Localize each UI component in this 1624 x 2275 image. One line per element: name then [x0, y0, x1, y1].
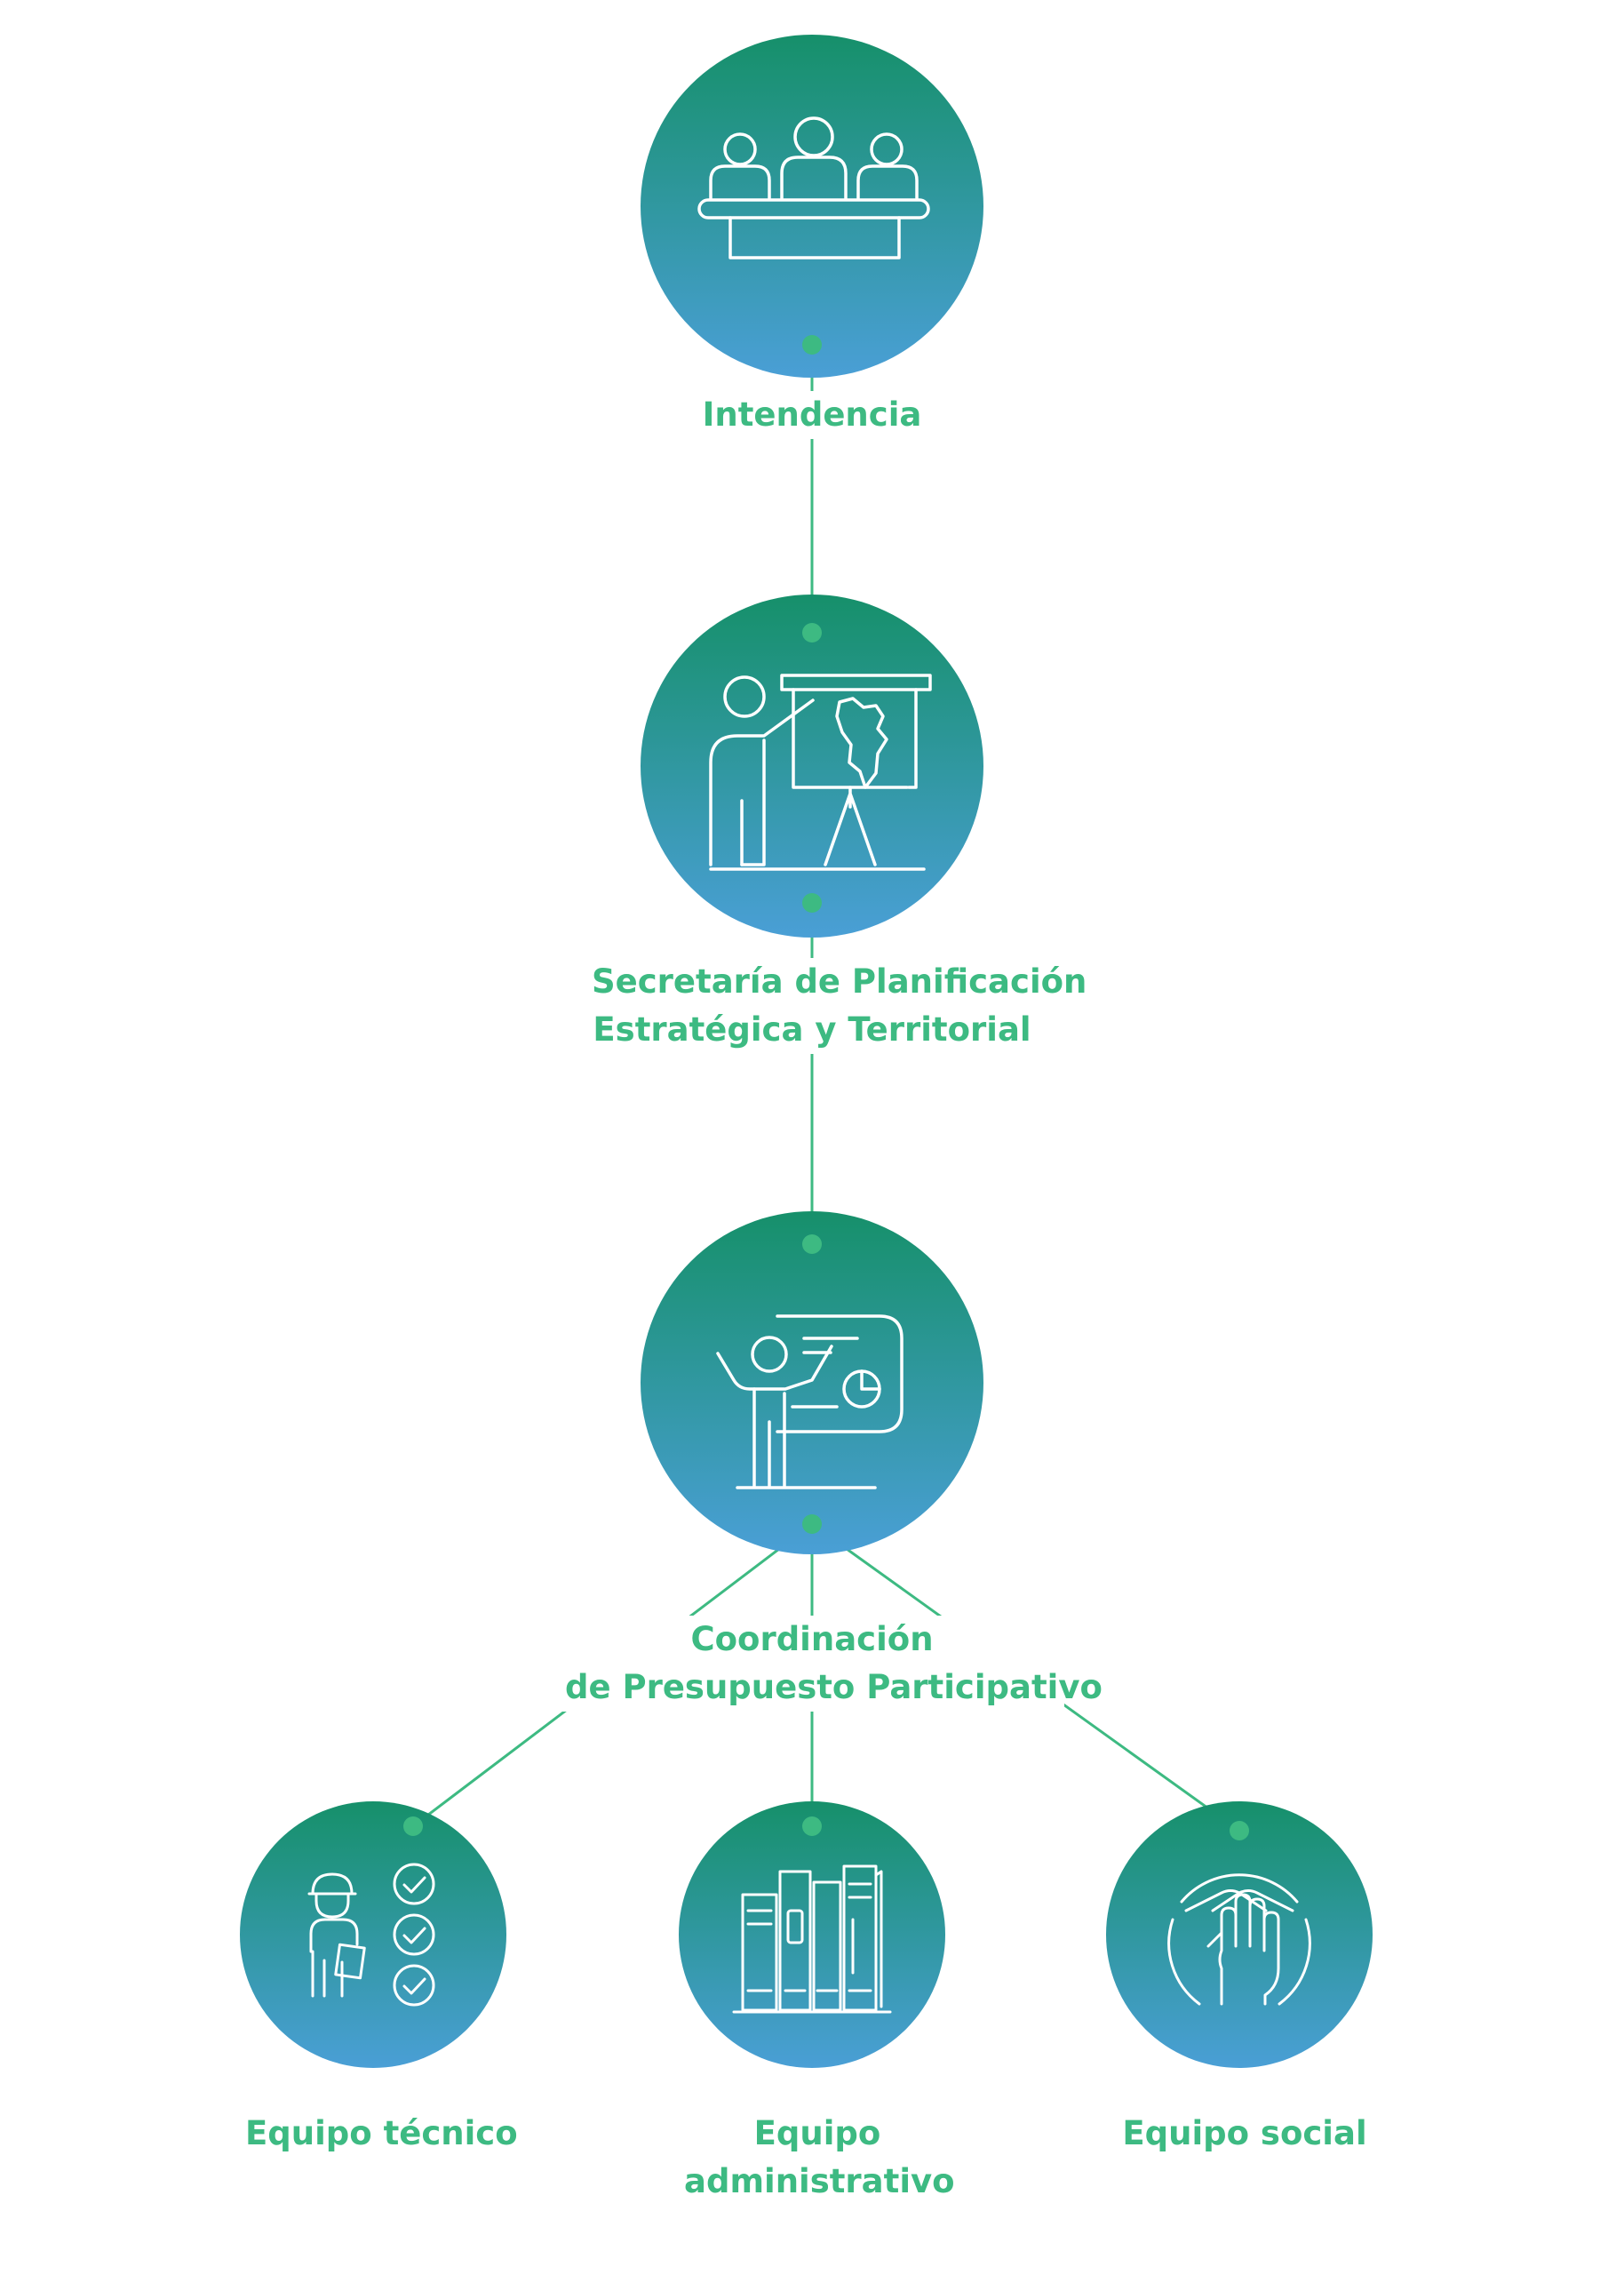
label-equipo-tecnico: Equipo técnico [240, 2110, 518, 2158]
node-circle [641, 595, 983, 938]
binders-icon [732, 1864, 892, 2014]
node-dot [1230, 1821, 1249, 1840]
node-intendencia [641, 35, 983, 378]
connector-lines [412, 345, 1240, 1832]
node-dot [802, 1816, 822, 1836]
engineer-checklist-icon [307, 1863, 435, 2007]
node-circle [641, 35, 983, 378]
node-dot [403, 1816, 423, 1836]
presenter-chart-icon [716, 1314, 904, 1489]
node-circle [1106, 1801, 1373, 2068]
node-equipo-tecnico [240, 1801, 506, 2068]
node-dot [802, 623, 822, 643]
node-circle [641, 1211, 983, 1554]
node-dot [802, 335, 822, 355]
node-coordinacion [641, 1211, 983, 1554]
node-dot [802, 1234, 822, 1254]
node-secretaria [641, 595, 983, 938]
node-equipo-social [1106, 1801, 1373, 2068]
node-dot [802, 893, 822, 913]
joined-hands-icon [1167, 1873, 1311, 2006]
meeting-panel-icon [697, 116, 930, 259]
label-intendencia: Intendencia [679, 391, 945, 439]
label-equipo-social: Equipo social [1106, 2110, 1383, 2158]
label-coordinacion: Coordinación de Presupuesto Participativ… [560, 1616, 1103, 1712]
node-circle [240, 1801, 506, 2068]
node-dot [802, 1514, 822, 1534]
label-equipo-administrativo: Equipo administrativo [679, 2110, 956, 2206]
label-secretaria: Secretaría de Planificación Estratégica … [586, 958, 1087, 1054]
node-circle [679, 1801, 945, 2068]
node-equipo-administrativo [679, 1801, 945, 2068]
presenter-map-icon [709, 674, 932, 871]
